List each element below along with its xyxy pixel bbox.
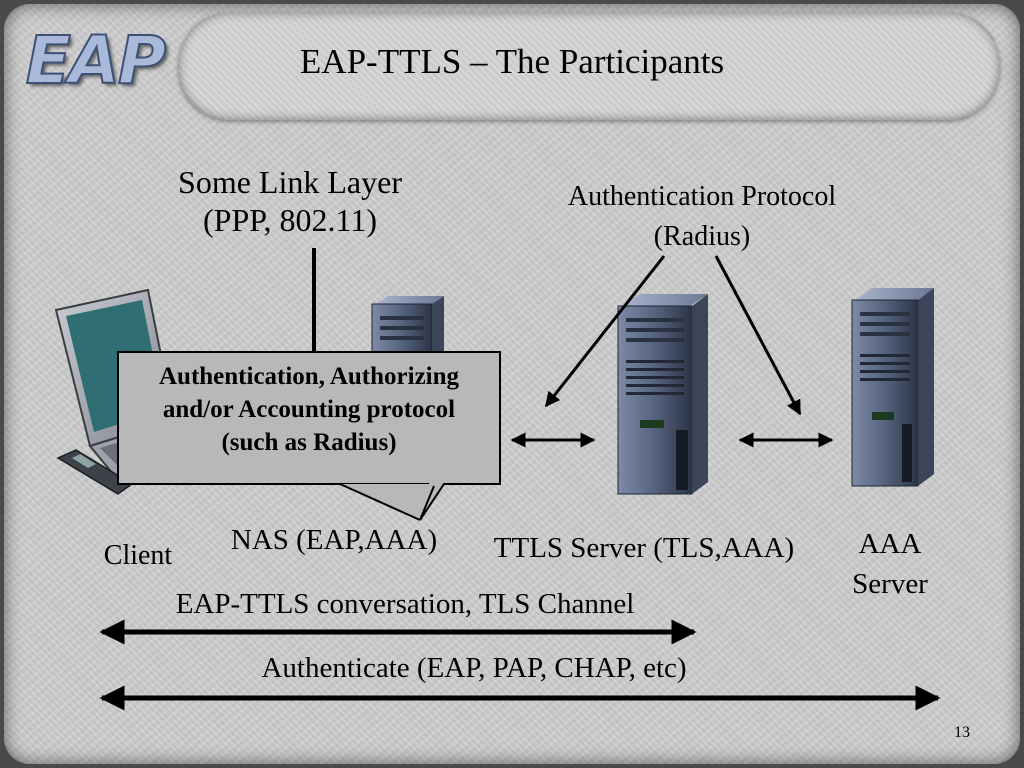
callout-line-1: Authentication, Authorizing <box>158 363 460 390</box>
radius-arrow-right <box>714 255 802 416</box>
aaa-server-label: AAA Server <box>832 524 948 604</box>
page-title: EAP-TTLS – The Participants <box>299 42 725 81</box>
logo-text: EAP <box>25 21 168 100</box>
slide-number: 13 <box>954 724 970 741</box>
callout-box <box>117 351 501 521</box>
auth-protocol-label-line-1: Authentication Protocol <box>567 181 837 212</box>
conversation-label: EAP-TTLS conversation, TLS Channel <box>175 588 635 620</box>
authenticate-label: Authenticate (EAP, PAP, CHAP, etc) <box>261 652 687 684</box>
callout-text: Authentication, Authorizing and/or Accou… <box>124 360 494 459</box>
nas-label: NAS (EAP,AAA) <box>230 524 438 556</box>
auth-protocol-label-line-2: (Radius) <box>653 221 751 252</box>
aaa-server-label-line-2: Server <box>852 568 928 600</box>
callout-line-3: (such as Radius) <box>221 429 397 456</box>
callout-line-2: and/or Accounting protocol <box>162 396 456 423</box>
client-label: Client <box>103 540 173 571</box>
title-panel <box>178 12 1000 120</box>
auth-protocol-label: Authentication Protocol (Radius) <box>530 177 874 257</box>
aaa-server-icon <box>851 288 934 487</box>
aaa-server-label-line-1: AAA <box>858 528 922 560</box>
link-layer-label-line-1: Some Link Layer <box>178 164 402 200</box>
ttls-server-label: TTLS Server (TLS,AAA) <box>493 532 795 564</box>
link-layer-label: Some Link Layer (PPP, 802.11) <box>150 163 430 239</box>
link-layer-label-line-2: (PPP, 802.11) <box>203 202 377 238</box>
eap-logo: EAP <box>14 12 176 108</box>
radius-arrow-left <box>544 255 666 408</box>
ttls-server-icon <box>617 294 708 495</box>
